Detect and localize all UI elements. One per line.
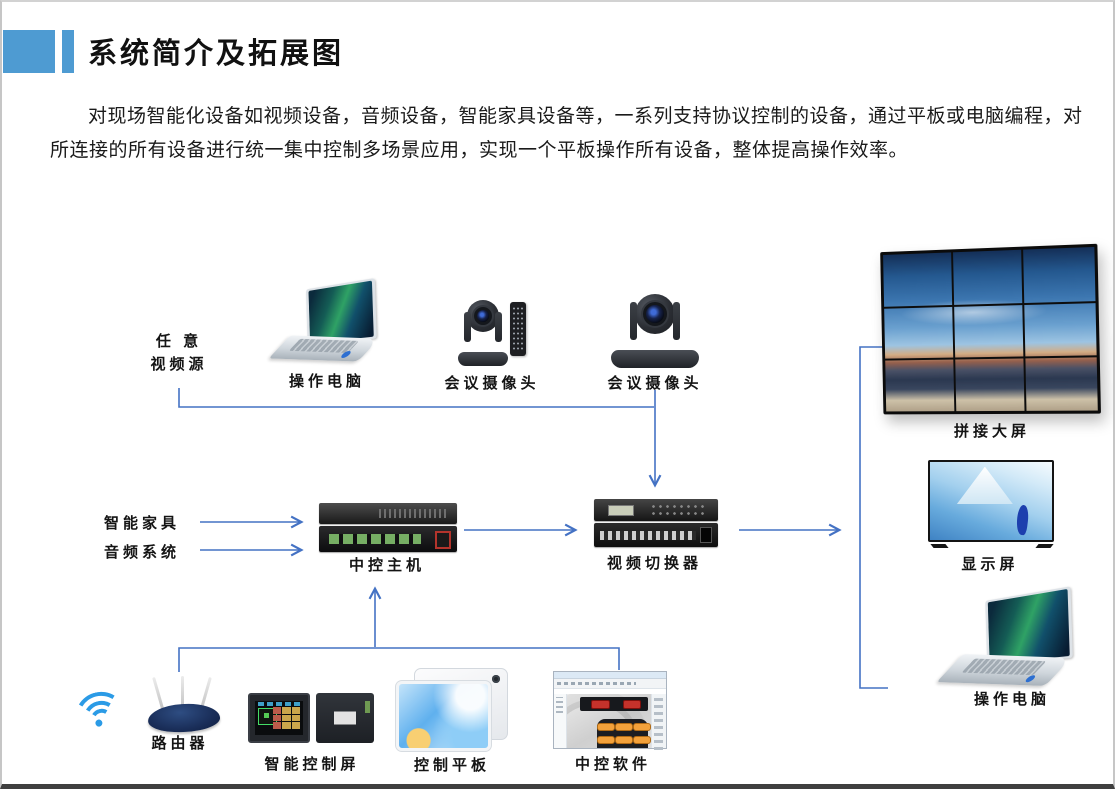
label-conference-camera-2: 会议摄像头 — [590, 372, 720, 393]
laptop-screen — [985, 586, 1073, 666]
label-display-screen: 显示屏 — [935, 553, 1045, 574]
intro-paragraph: 对现场智能化设备如视频设备，音频设备，智能家具设备等，一系列支持协议控制的设备，… — [50, 100, 1096, 168]
conference-camera-1-image — [454, 300, 538, 366]
label-video-wall: 拼接大屏 — [927, 420, 1057, 441]
display-screen-image — [928, 460, 1056, 552]
video-switcher-image — [594, 499, 718, 549]
label-any-video-source: 任 意 视频源 — [129, 330, 229, 376]
page-title: 系统简介及拓展图 — [88, 30, 344, 72]
label-conference-camera-1: 会议摄像头 — [427, 372, 557, 393]
router-image — [148, 664, 222, 736]
header-accent-bar-large — [3, 30, 55, 73]
label-central-control-software: 中控软件 — [553, 753, 673, 774]
label-smart-control-panel: 智能控制屏 — [247, 753, 377, 774]
connector-videosource-to-switcher — [179, 388, 654, 407]
laptop-keyboard-deck — [269, 335, 380, 361]
label-operator-pc-top: 操作电脑 — [262, 370, 392, 391]
smart-control-panel-image — [248, 693, 374, 745]
label-control-tablet: 控制平板 — [392, 754, 512, 775]
video-wall-image — [880, 244, 1101, 415]
control-tablet-image — [396, 668, 508, 754]
laptop-keyboard-deck — [937, 654, 1072, 686]
label-smart-furniture: 智能家具 — [100, 512, 184, 533]
operator-pc-top-image — [272, 284, 387, 366]
label-video-switcher: 视频切换器 — [587, 552, 722, 573]
label-any-video-source-line2: 视频源 — [129, 353, 229, 376]
camera-remote-control — [510, 302, 526, 356]
camera-head — [635, 294, 675, 334]
label-operator-pc-right: 操作电脑 — [947, 688, 1077, 709]
label-central-control-host: 中控主机 — [322, 554, 452, 575]
operator-pc-right-image — [938, 594, 1088, 690]
label-audio-system: 音频系统 — [100, 541, 184, 562]
conference-camera-2-image — [604, 294, 706, 368]
label-router: 路由器 — [120, 732, 240, 753]
header-accent-bar-small — [62, 30, 74, 73]
central-control-software-image — [553, 671, 667, 749]
label-any-video-source-line1: 任 意 — [129, 330, 229, 353]
central-control-host-image — [319, 503, 457, 554]
tv-figure — [1015, 505, 1030, 536]
